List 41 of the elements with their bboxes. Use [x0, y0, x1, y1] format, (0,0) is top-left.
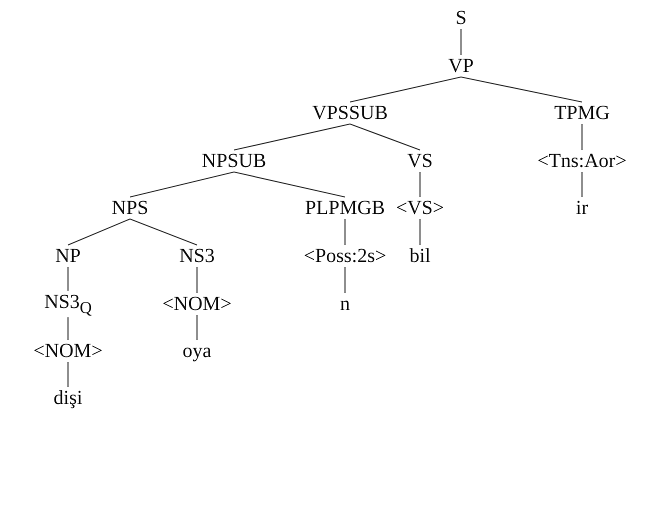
- tree-label: VP: [448, 55, 474, 77]
- tree-label: NS3$_{Q}$: [44, 290, 92, 318]
- tree-label: ir: [576, 197, 588, 219]
- tree-label: oya: [182, 340, 212, 362]
- tree-label: dişi: [54, 387, 82, 409]
- tree-branch: [130, 218, 198, 246]
- tree-branch: [68, 218, 130, 246]
- tree-branch: [460, 29, 462, 55]
- tree-branch: [419, 172, 421, 197]
- tree-branch: [130, 171, 234, 198]
- tree-branch: [581, 172, 583, 197]
- tree-branch: [419, 219, 421, 245]
- tree-label: TPMG: [554, 102, 610, 124]
- tree-label: <Poss:2s>: [304, 245, 386, 267]
- tree-branch: [460, 76, 582, 103]
- tree-label: VS: [407, 150, 433, 172]
- tree-branch: [196, 315, 198, 340]
- tree-branch: [234, 171, 346, 198]
- tree-label: VPSSUB: [312, 102, 388, 124]
- tree-branch: [196, 267, 198, 293]
- tree-label: <Tns:Aor>: [537, 150, 627, 172]
- tree-label: <VS>: [396, 197, 444, 219]
- tree-branch: [350, 76, 462, 103]
- tree-label: S: [455, 7, 467, 29]
- tree-label: PLPMGB: [304, 197, 386, 219]
- tree-branch: [581, 124, 583, 150]
- tree-branch: [67, 317, 69, 340]
- tree-branch: [344, 267, 346, 293]
- tree-label: <NOM>: [33, 340, 103, 362]
- tree-branch: [67, 267, 69, 291]
- tree-label: <NOM>: [162, 293, 232, 315]
- tree-label: NP: [55, 245, 81, 267]
- tree-label: NS3: [179, 245, 215, 267]
- tree-label: n: [340, 293, 350, 315]
- tree-branch: [67, 362, 69, 387]
- tree-label: NPSUB: [202, 150, 266, 172]
- tree-label: NPS: [112, 197, 148, 219]
- tree-branch: [344, 219, 346, 245]
- tree-branch: [350, 123, 420, 151]
- tree-label: bil: [409, 245, 431, 267]
- tree-branch: [234, 123, 350, 151]
